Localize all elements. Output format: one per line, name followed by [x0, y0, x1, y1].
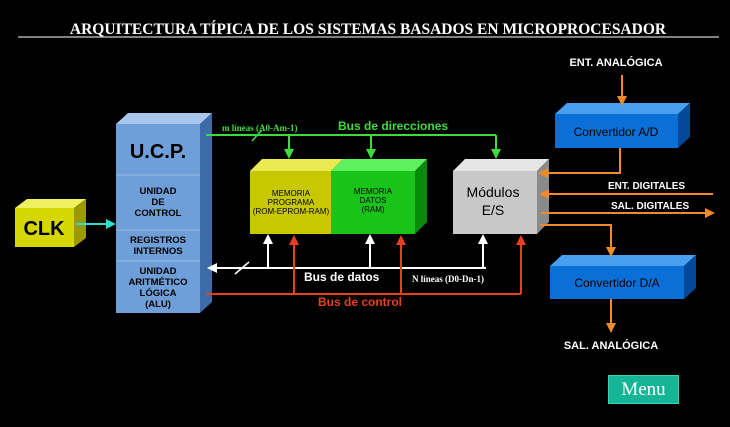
data-bus — [207, 234, 488, 275]
convertidor-da-label: Convertidor D/A — [574, 276, 659, 290]
bus-direcciones-label: Bus de direcciones — [338, 119, 448, 133]
ucp-alu-line3: LÓGICA — [140, 287, 177, 299]
ucp-registros-line2: INTERNOS — [133, 246, 182, 257]
ucp-title: U.C.P. — [130, 141, 186, 163]
modulos-line2: E/S — [482, 202, 505, 218]
clk-label: CLK — [23, 218, 65, 240]
memoria-datos-block: MEMORIA DATOS (RAM) — [331, 159, 427, 234]
page-title: ARQUITECTURA TÍPICA DE LOS SISTEMAS BASA… — [70, 21, 667, 38]
ucp-alu-line2: ARITMÉTICO — [128, 277, 187, 288]
ucp-block: U.C.P. UNIDAD DE CONTROL REGISTROS INTER… — [116, 113, 212, 313]
mem-datos-line2: DATOS — [360, 196, 387, 205]
control-bus — [206, 235, 526, 295]
address-bus — [206, 129, 501, 159]
ad-to-modulos-arrow — [538, 148, 621, 178]
menu-button[interactable]: Menu — [608, 375, 679, 404]
sal-digitales-label: SAL. DIGITALES — [611, 201, 689, 212]
modulos-es-block: Módulos E/S — [453, 159, 549, 234]
bus-datos-label: Bus de datos — [304, 270, 380, 284]
sal-analogica-label: SAL. ANALÓGICA — [564, 339, 658, 352]
mem-programa-line1: MEMORIA — [272, 189, 311, 198]
ucp-registros-line1: REGISTROS — [130, 235, 186, 246]
ucp-control-line3: CONTROL — [135, 208, 182, 219]
modulos-line1: Módulos — [467, 184, 520, 200]
modulos-to-da-arrow — [540, 224, 616, 257]
memoria-programa-block: MEMORIA PROGRAMA (ROM-EPROM-RAM) — [250, 159, 343, 234]
ucp-control-line2: DE — [151, 197, 164, 208]
mem-datos-line1: MEMORIA — [354, 187, 393, 196]
mem-programa-line3: (ROM-EPROM-RAM) — [253, 207, 330, 216]
convertidor-da-block: Convertidor D/A — [550, 255, 696, 299]
ucp-alu-line4: (ALU) — [145, 299, 171, 310]
ent-digitales-label: ENT. DIGITALES — [608, 181, 685, 192]
ent-analogica-label: ENT. ANALÓGICA — [569, 56, 662, 69]
convertidor-ad-block: Convertidor A/D — [555, 103, 690, 148]
convertidor-ad-label: Convertidor A/D — [574, 125, 659, 139]
clk-block: CLK — [15, 199, 86, 247]
bus-control-label: Bus de control — [318, 295, 402, 309]
mem-datos-line3: (RAM) — [361, 205, 384, 214]
mem-programa-line2: PROGRAMA — [268, 198, 315, 207]
ucp-control-line1: UNIDAD — [140, 186, 177, 197]
m-lineas-label: m líneas (A0-Am-1) — [222, 123, 298, 133]
ucp-alu-line1: UNIDAD — [140, 266, 177, 277]
n-lineas-label: N líneas (D0-Dn-1) — [412, 274, 484, 284]
